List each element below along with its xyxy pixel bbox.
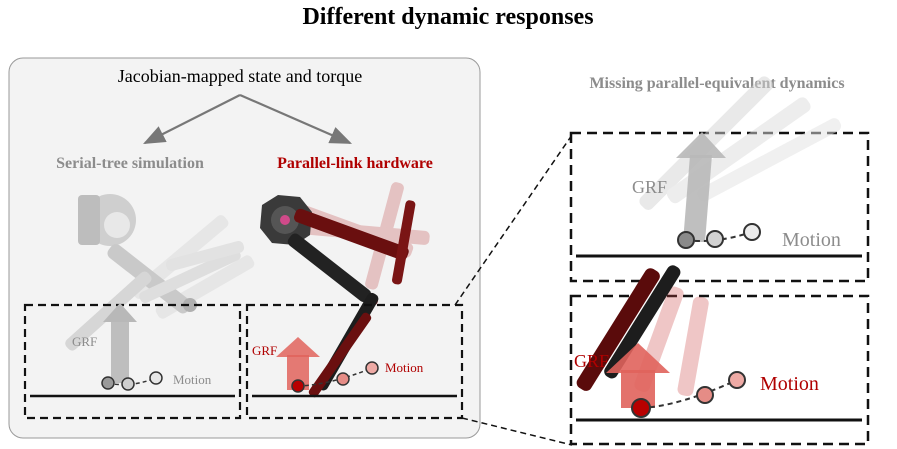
parallel-contact-inset — [245, 303, 464, 420]
grf-label-bottom-zoom: GRF — [574, 351, 609, 371]
figure-title: Different dynamic responses — [302, 4, 593, 30]
grf-label-parallel: GRF — [252, 343, 277, 358]
split-arrow — [143, 93, 353, 145]
parallel-link-label: Parallel-link hardware — [277, 155, 433, 172]
motion-label-parallel: Motion — [385, 360, 424, 375]
zoom-connectors — [454, 134, 573, 446]
motion-path-parallel — [291, 361, 379, 393]
grf-label-serial: GRF — [72, 334, 97, 349]
parallel-link-robot — [260, 182, 430, 398]
missing-dynamics-header: Missing parallel-equivalent dynamics — [589, 75, 844, 92]
serial-tree-robot — [65, 194, 255, 351]
motion-path-top-zoom — [677, 223, 761, 249]
jacobian-label: Jacobian-mapped state and torque — [118, 66, 362, 86]
grf-arrow-serial — [103, 303, 137, 383]
motion-label-serial: Motion — [173, 372, 212, 387]
motion-label-top-zoom: Motion — [782, 229, 841, 251]
serial-contact-inset — [23, 303, 242, 420]
grf-arrow-top-zoom — [676, 132, 726, 242]
motion-path-serial — [101, 371, 163, 391]
serial-tree-label: Serial-tree simulation — [56, 155, 204, 172]
motion-path-bottom-zoom — [631, 371, 746, 418]
grf-arrow-parallel — [276, 337, 320, 390]
grf-label-top-zoom: GRF — [632, 177, 667, 197]
motion-label-bottom-zoom: Motion — [760, 373, 819, 395]
